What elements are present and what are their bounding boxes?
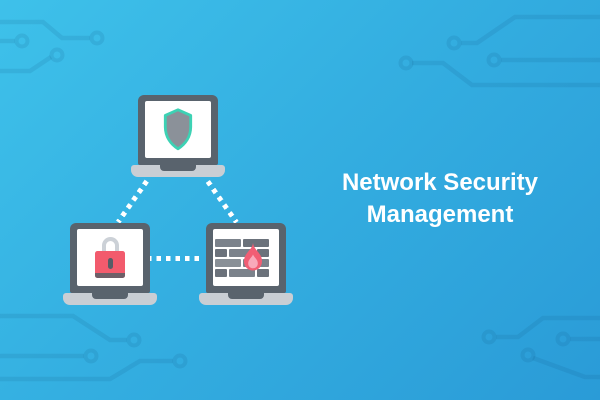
laptop-padlock-screen <box>77 229 143 286</box>
laptop-hinge-notch <box>228 293 264 299</box>
laptop-shield-bezel <box>138 95 218 165</box>
padlock-icon <box>95 237 125 278</box>
flame-icon <box>244 242 262 270</box>
laptop-padlock-bezel <box>70 223 150 293</box>
padlock-shackle <box>101 237 119 257</box>
laptop-firewall-base <box>199 293 293 305</box>
padlock-body <box>95 251 125 278</box>
laptop-hinge-notch <box>160 165 196 171</box>
laptop-shield-screen <box>145 101 211 158</box>
laptop-firewall-bezel <box>206 223 286 293</box>
shield-icon <box>163 107 193 150</box>
padlock-keyhole <box>107 258 113 269</box>
laptop-firewall-screen <box>213 229 279 286</box>
padlock-band <box>95 273 125 278</box>
page-title-line2: Management <box>366 201 514 228</box>
laptop-hinge-notch <box>92 293 128 299</box>
connection-line-bottom <box>147 256 204 261</box>
page-title-line1: Network Security <box>341 169 539 196</box>
firewall-flame-icon <box>213 238 279 277</box>
laptop-shield-base <box>131 165 225 177</box>
laptop-padlock-base <box>63 293 157 305</box>
page-title: Network Security Management <box>306 167 574 231</box>
